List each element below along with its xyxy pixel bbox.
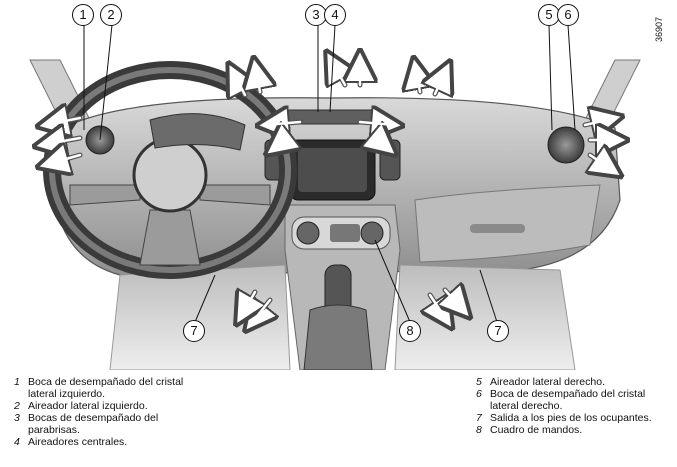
legend-text: Aireador lateral derecho. (490, 376, 605, 388)
dashboard-drawing (0, 24, 641, 371)
steering-hub (132, 137, 208, 213)
legend-text: Boca de desempañado del cristal lateral … (28, 376, 184, 400)
legend-right: 5 Aireador lateral derecho. 6 Boca de de… (476, 376, 666, 436)
legend-item: 6 Boca de desempañado del cristal latera… (476, 388, 666, 412)
control-knob-right (360, 221, 384, 245)
legend-text: Aireadores centrales. (28, 436, 128, 448)
legend-item: 7 Salida a los pies de los ocupantes. (476, 412, 666, 424)
callout-6: 6 (557, 4, 579, 26)
callout-1: 1 (72, 4, 94, 26)
legend-number: 6 (476, 388, 482, 400)
glovebox-handle (470, 224, 525, 233)
control-knob-left (296, 221, 320, 245)
legend-left: 1 Boca de desempañado del cristal latera… (14, 376, 210, 448)
legend-item: 4 Aireadores centrales. (14, 436, 210, 448)
legend-text: Aireador lateral izquierdo. (28, 400, 148, 412)
callout-7-left: 7 (183, 320, 205, 342)
legend-item: 2 Aireador lateral izquierdo. (14, 400, 210, 412)
right-side-vent (547, 126, 585, 164)
callout-4: 4 (324, 4, 346, 26)
steering-spoke-left (69, 184, 141, 206)
instrument-cluster (149, 113, 246, 151)
callout-leaders (83, 24, 576, 323)
callout-2: 2 (100, 4, 122, 26)
legend-number: 7 (476, 412, 482, 424)
legend-number: 1 (14, 376, 20, 388)
legend-item: 3 Bocas de desempañado del parabrisas. (14, 412, 210, 436)
legend-text: Boca de desempañado del cristal lateral … (490, 388, 646, 412)
steering-spoke-bottom (139, 209, 201, 266)
legend-item: 8 Cuadro de mandos. (476, 424, 666, 436)
legend-number: 3 (14, 412, 20, 424)
legend-number: 2 (14, 400, 20, 412)
legend-text: Cuadro de mandos. (490, 424, 583, 436)
airflow-arrows-inner (40, 56, 622, 327)
figure-reference: 36907 (654, 16, 664, 42)
center-screen-display (298, 148, 367, 192)
legend-item: 5 Aireador lateral derecho. (476, 376, 666, 388)
legend-item: 1 Boca de desempañado del cristal latera… (14, 376, 210, 400)
legend-number: 8 (476, 424, 482, 436)
left-footwell (109, 264, 291, 371)
right-footwell (394, 264, 576, 371)
legend-text: Bocas de desempañado del parabrisas. (28, 412, 159, 436)
legend-number: 5 (476, 376, 482, 388)
callout-8: 8 (399, 320, 421, 342)
gear-boot (303, 304, 373, 371)
dashboard-illustration: 1 2 3 4 5 6 7 7 8 36907 (0, 4, 664, 371)
legend-text: Salida a los pies de los ocupantes. (490, 412, 652, 424)
legend-number: 4 (14, 436, 20, 448)
glovebox (414, 184, 601, 263)
control-buttons (330, 224, 360, 242)
callout-7-right: 7 (487, 320, 509, 342)
